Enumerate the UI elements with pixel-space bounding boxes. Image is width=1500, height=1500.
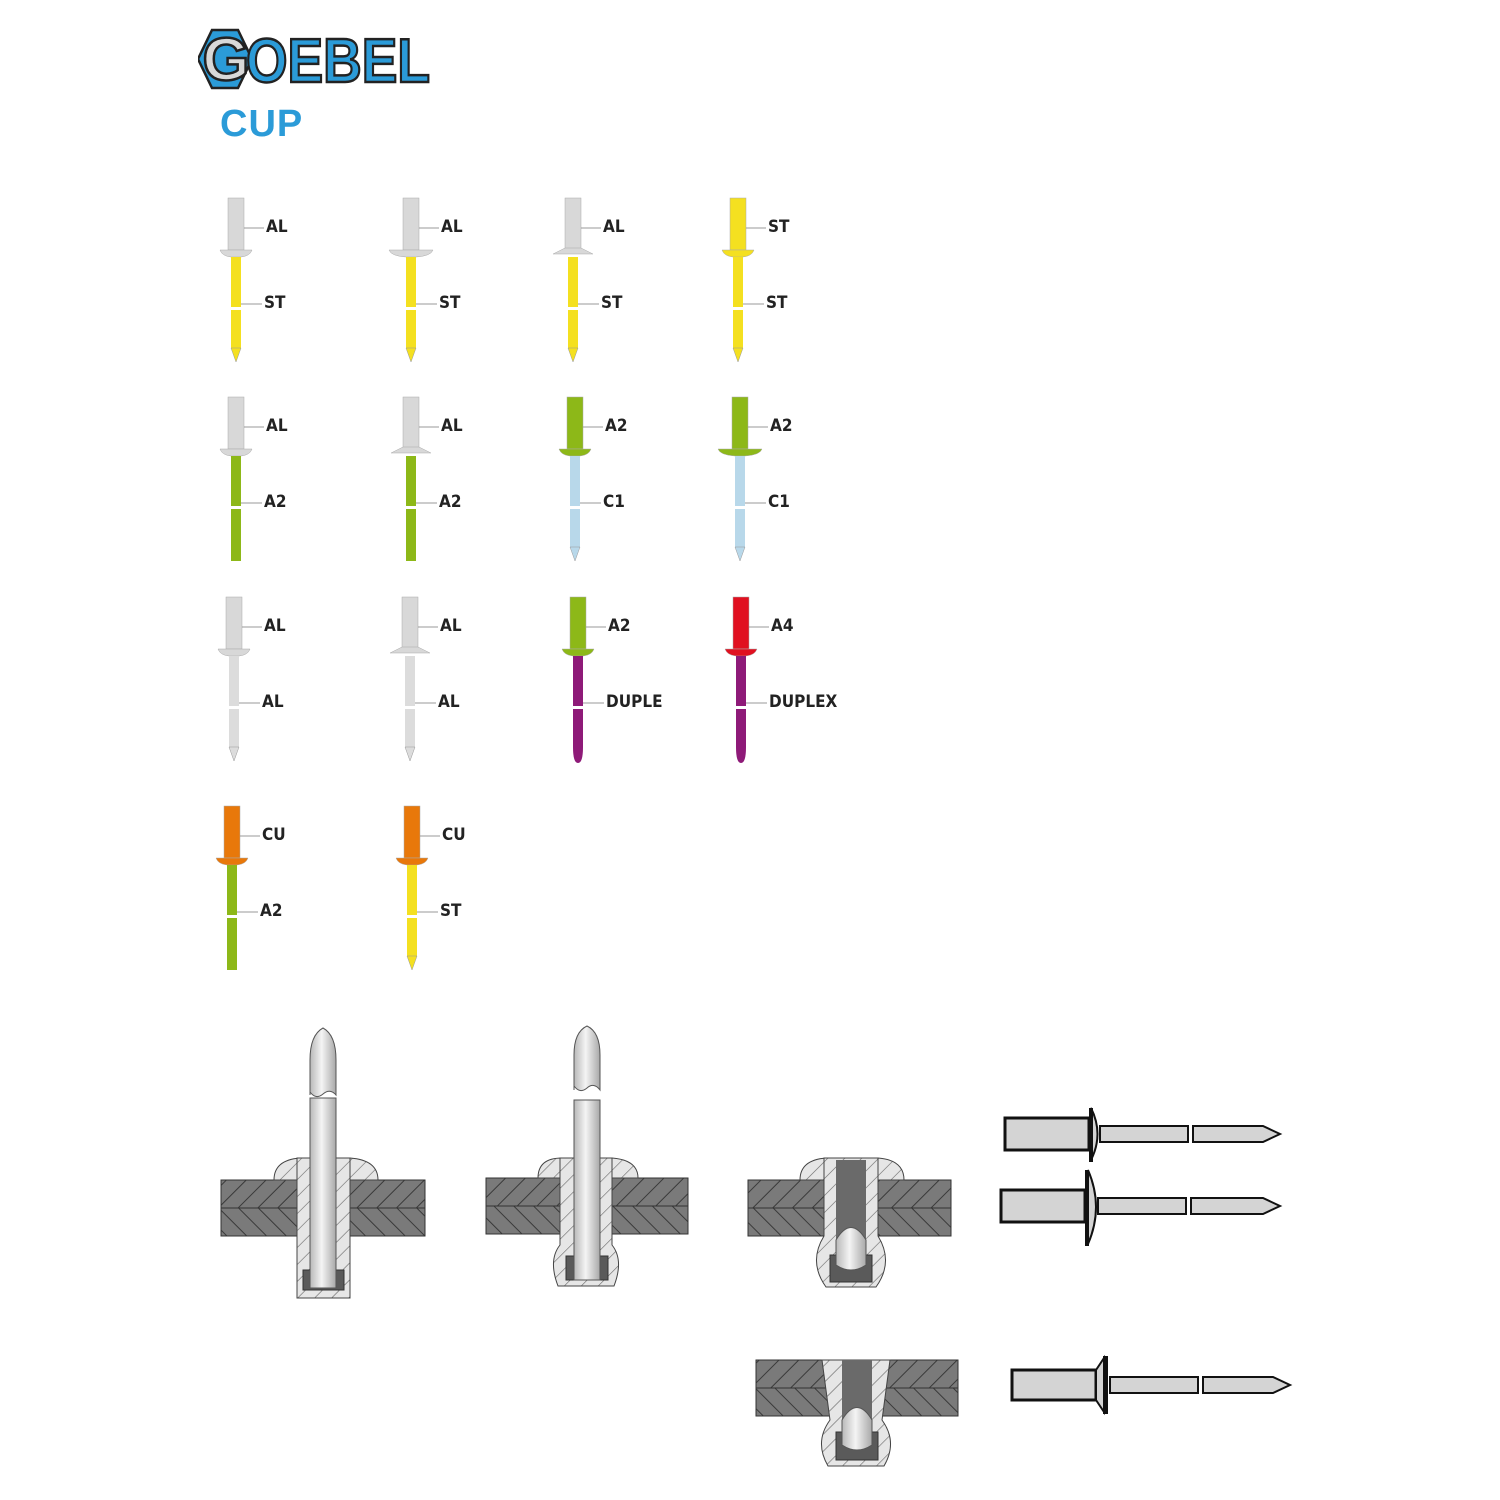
body-material-label: AL — [441, 217, 463, 237]
body-material-label: AL — [440, 616, 462, 636]
rivet-variant: AL AL — [380, 596, 580, 772]
mandrel-material-label: ST — [766, 293, 788, 313]
goebel-logo-icon: G OEBEL — [196, 25, 431, 97]
body-material-label: AL — [441, 416, 463, 436]
rivet-icon — [724, 596, 769, 763]
mandrel-material-label: C1 — [768, 492, 790, 512]
rivet-icon — [558, 396, 603, 562]
mandrel-material-label: A2 — [264, 492, 287, 512]
body-material-label: A4 — [771, 616, 794, 636]
rivet-icon — [388, 197, 439, 363]
rivet-variant: AL ST — [206, 197, 406, 373]
body-material-label: A2 — [608, 616, 631, 636]
mandrel-material-label: AL — [438, 692, 460, 712]
body-material-label: A2 — [605, 416, 628, 436]
mandrel-material-label: ST — [440, 901, 462, 921]
rivet-icon — [217, 596, 262, 762]
mandrel-material-label: ST — [264, 293, 286, 313]
cross-section-4 — [755, 1359, 959, 1467]
mandrel-material-label: A2 — [439, 492, 462, 512]
rivet-variant: CU A2 — [202, 805, 402, 981]
rivet-icon — [721, 197, 766, 363]
body-material-label: AL — [266, 217, 288, 237]
body-material-label: AL — [264, 616, 286, 636]
mandrel-material-label: ST — [439, 293, 461, 313]
side-view-dome-rivet — [1003, 1107, 1283, 1162]
body-material-label: CU — [262, 825, 286, 845]
rivet-icon — [552, 197, 601, 363]
rivet-variant: A2 C1 — [545, 396, 745, 572]
body-material-label: ST — [768, 217, 790, 237]
rivet-icon — [717, 396, 768, 562]
svg-text:OEBEL: OEBEL — [246, 28, 430, 90]
body-material-label: CU — [442, 825, 466, 845]
rivet-variant: CU ST — [382, 805, 582, 981]
mandrel-material-label: A2 — [260, 901, 283, 921]
rivet-variant: A2 DUPLE — [548, 596, 748, 772]
rivet-variant: AL A2 — [206, 396, 406, 572]
rivet-icon — [219, 396, 264, 561]
body-material-label: AL — [266, 416, 288, 436]
product-title: CUP — [220, 103, 304, 145]
rivet-variant: AL AL — [204, 596, 404, 772]
rivet-icon — [215, 805, 260, 970]
cross-section-1 — [220, 1027, 426, 1299]
rivet-variant: AL A2 — [381, 396, 581, 572]
rivet-icon — [219, 197, 264, 363]
mandrel-material-label: DUPLE — [606, 692, 663, 712]
cross-section-2 — [485, 1025, 689, 1287]
rivet-variant: A2 C1 — [710, 396, 910, 572]
rivet-icon — [389, 596, 438, 762]
body-material-label: AL — [603, 217, 625, 237]
rivet-variant: ST ST — [708, 197, 908, 373]
rivet-icon — [390, 396, 439, 561]
side-view-large-flange-rivet — [999, 1169, 1283, 1246]
body-material-label: A2 — [770, 416, 793, 436]
mandrel-material-label: DUPLEX — [769, 692, 838, 712]
rivet-icon — [395, 805, 440, 971]
side-view-countersunk-rivet — [1010, 1354, 1293, 1416]
rivet-variant: AL ST — [543, 197, 743, 373]
mandrel-material-label: ST — [601, 293, 623, 313]
cross-section-3 — [747, 1157, 952, 1288]
rivet-variant: A4 DUPLEX — [711, 596, 911, 772]
mandrel-material-label: C1 — [603, 492, 625, 512]
mandrel-material-label: AL — [262, 692, 284, 712]
rivet-variant: AL ST — [381, 197, 581, 373]
svg-text:G: G — [203, 28, 250, 90]
goebel-logo: G OEBEL — [196, 25, 433, 97]
rivet-icon — [561, 596, 606, 763]
